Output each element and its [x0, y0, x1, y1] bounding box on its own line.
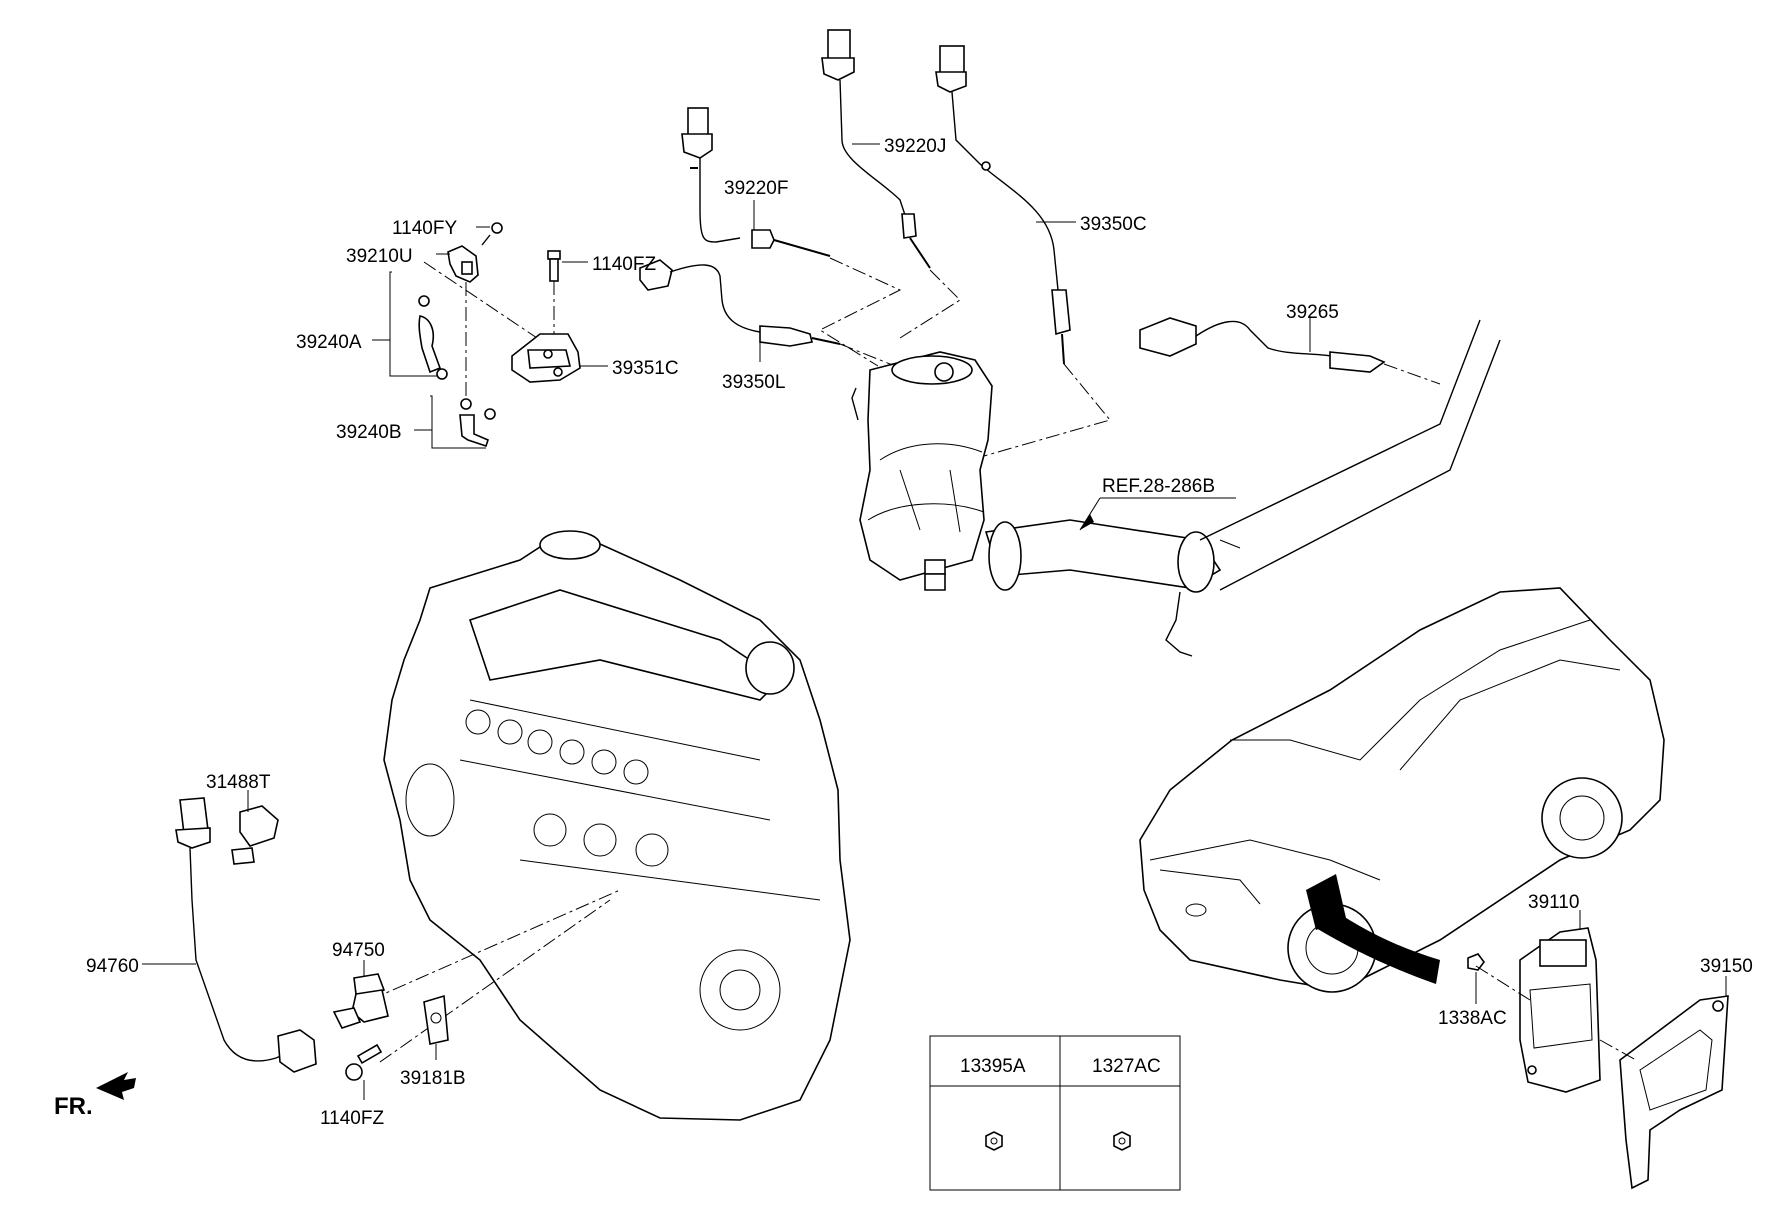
bolt-1140fz-bottom	[345, 1043, 383, 1081]
nut-13395a-icon	[985, 1131, 1003, 1151]
bolt-1140fy	[481, 222, 503, 246]
ecu-bracket-39150	[1619, 995, 1729, 1190]
part-labels: 1140FY 39210U 39240A 39240B 1140FZ 39351…	[54, 136, 1753, 1129]
label-1338ac: 1338AC	[1438, 1008, 1507, 1029]
ecu-39110	[1519, 927, 1601, 1093]
oxygen-sensor-39350c	[935, 45, 1071, 365]
label-39220f: 39220F	[724, 178, 788, 199]
label-ref-28-286b: REF.28-286B	[1102, 476, 1215, 497]
label-39210u: 39210U	[346, 246, 413, 267]
cam-sensor-31488t	[175, 797, 279, 865]
oil-pressure-switch-94750	[332, 973, 389, 1029]
engine-ports	[405, 709, 781, 1031]
label-31488t: 31488T	[206, 772, 271, 793]
temp-sensor-39220f	[681, 107, 831, 257]
front-arrow	[96, 1072, 136, 1100]
label-39220j: 39220J	[884, 136, 946, 157]
label-39240a: 39240A	[296, 332, 362, 353]
table-header-1327ac: 1327AC	[1092, 1056, 1161, 1077]
engine-block	[383, 530, 851, 1121]
label-front: FR.	[54, 1093, 93, 1120]
table-header-13395a: 13395A	[960, 1056, 1026, 1077]
hose-39240b	[414, 395, 496, 449]
label-39110: 39110	[1528, 892, 1579, 913]
exhaust-pipe	[984, 319, 1501, 657]
label-94750: 94750	[332, 940, 385, 961]
label-39350c: 39350C	[1080, 214, 1147, 235]
bracket-39181b	[423, 994, 449, 1045]
vehicle-illustration	[1139, 587, 1665, 993]
label-1140fz-bottom: 1140FZ	[320, 1108, 384, 1129]
pressure-sensor-39210u	[447, 245, 479, 283]
temp-sensor-39220j	[821, 29, 931, 269]
label-39150: 39150	[1700, 956, 1753, 977]
sensor-bracket-group	[372, 222, 608, 449]
catalytic-converter	[851, 351, 993, 591]
hose-39240a	[372, 271, 448, 380]
bolt-1140fz-top	[547, 250, 561, 282]
label-39265: 39265	[1286, 302, 1339, 323]
oxygen-sensor-39350l	[639, 259, 841, 347]
label-39350l: 39350L	[722, 372, 785, 393]
label-94760: 94760	[86, 956, 139, 977]
label-1140fz-top: 1140FZ	[592, 254, 656, 275]
nut-1327ac-icon	[1113, 1131, 1131, 1151]
bracket-39351c	[511, 333, 581, 383]
label-39351c: 39351C	[612, 358, 679, 379]
nut-1338ac	[1467, 953, 1485, 971]
label-39240b: 39240B	[336, 422, 402, 443]
label-1140fy: 1140FY	[392, 218, 457, 239]
nox-sensor-39265	[1139, 317, 1386, 373]
parts-table: 13395A 1327AC	[929, 1035, 1181, 1191]
label-39181b: 39181B	[400, 1068, 466, 1089]
wiring-94760	[189, 847, 317, 1073]
